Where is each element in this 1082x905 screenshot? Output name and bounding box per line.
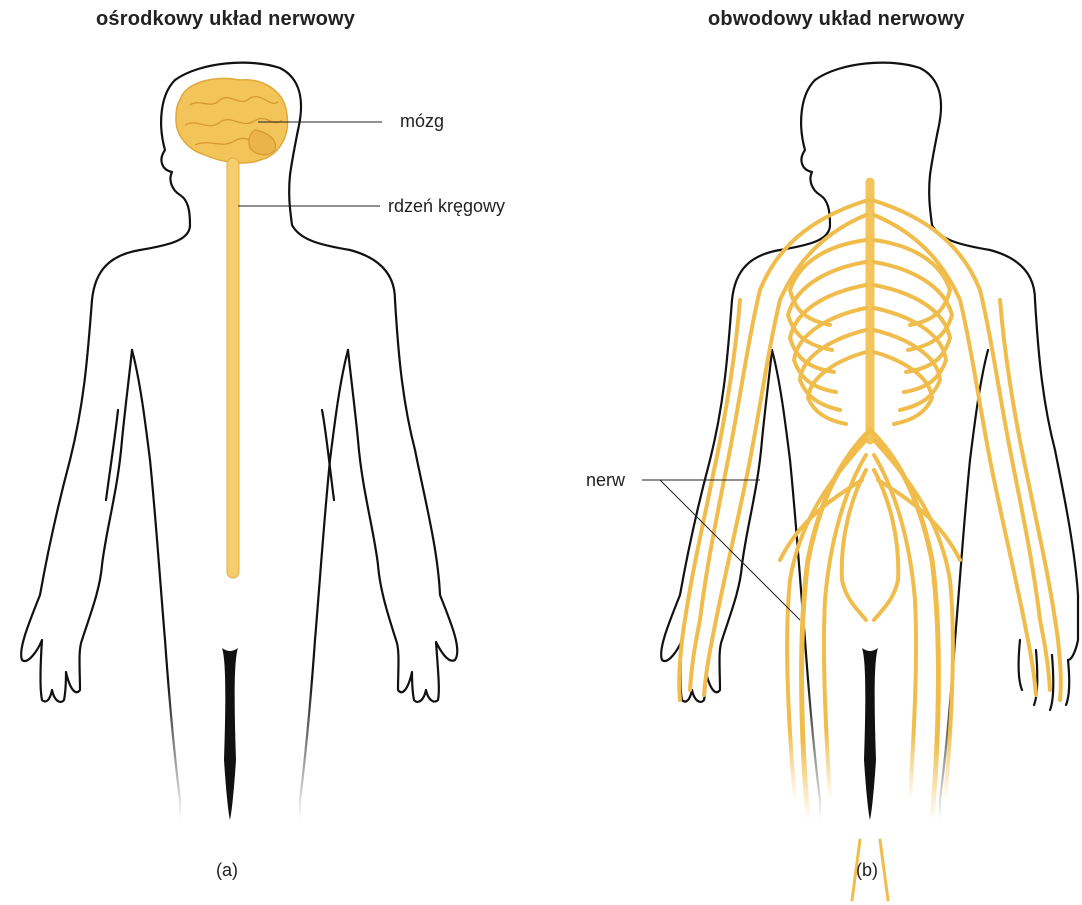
panel-letter-b: (b) (856, 860, 878, 881)
panel-letter-a: (a) (216, 860, 238, 881)
label-brain: mózg (400, 111, 444, 132)
spinal-cord-shape (227, 158, 239, 578)
label-spinal-cord: rdzeń kręgowy (388, 196, 505, 217)
crotch-shape-a (222, 648, 238, 820)
crotch-shape-b (862, 648, 878, 820)
label-nerve: nerw (586, 470, 625, 491)
brain-shape (176, 78, 288, 162)
